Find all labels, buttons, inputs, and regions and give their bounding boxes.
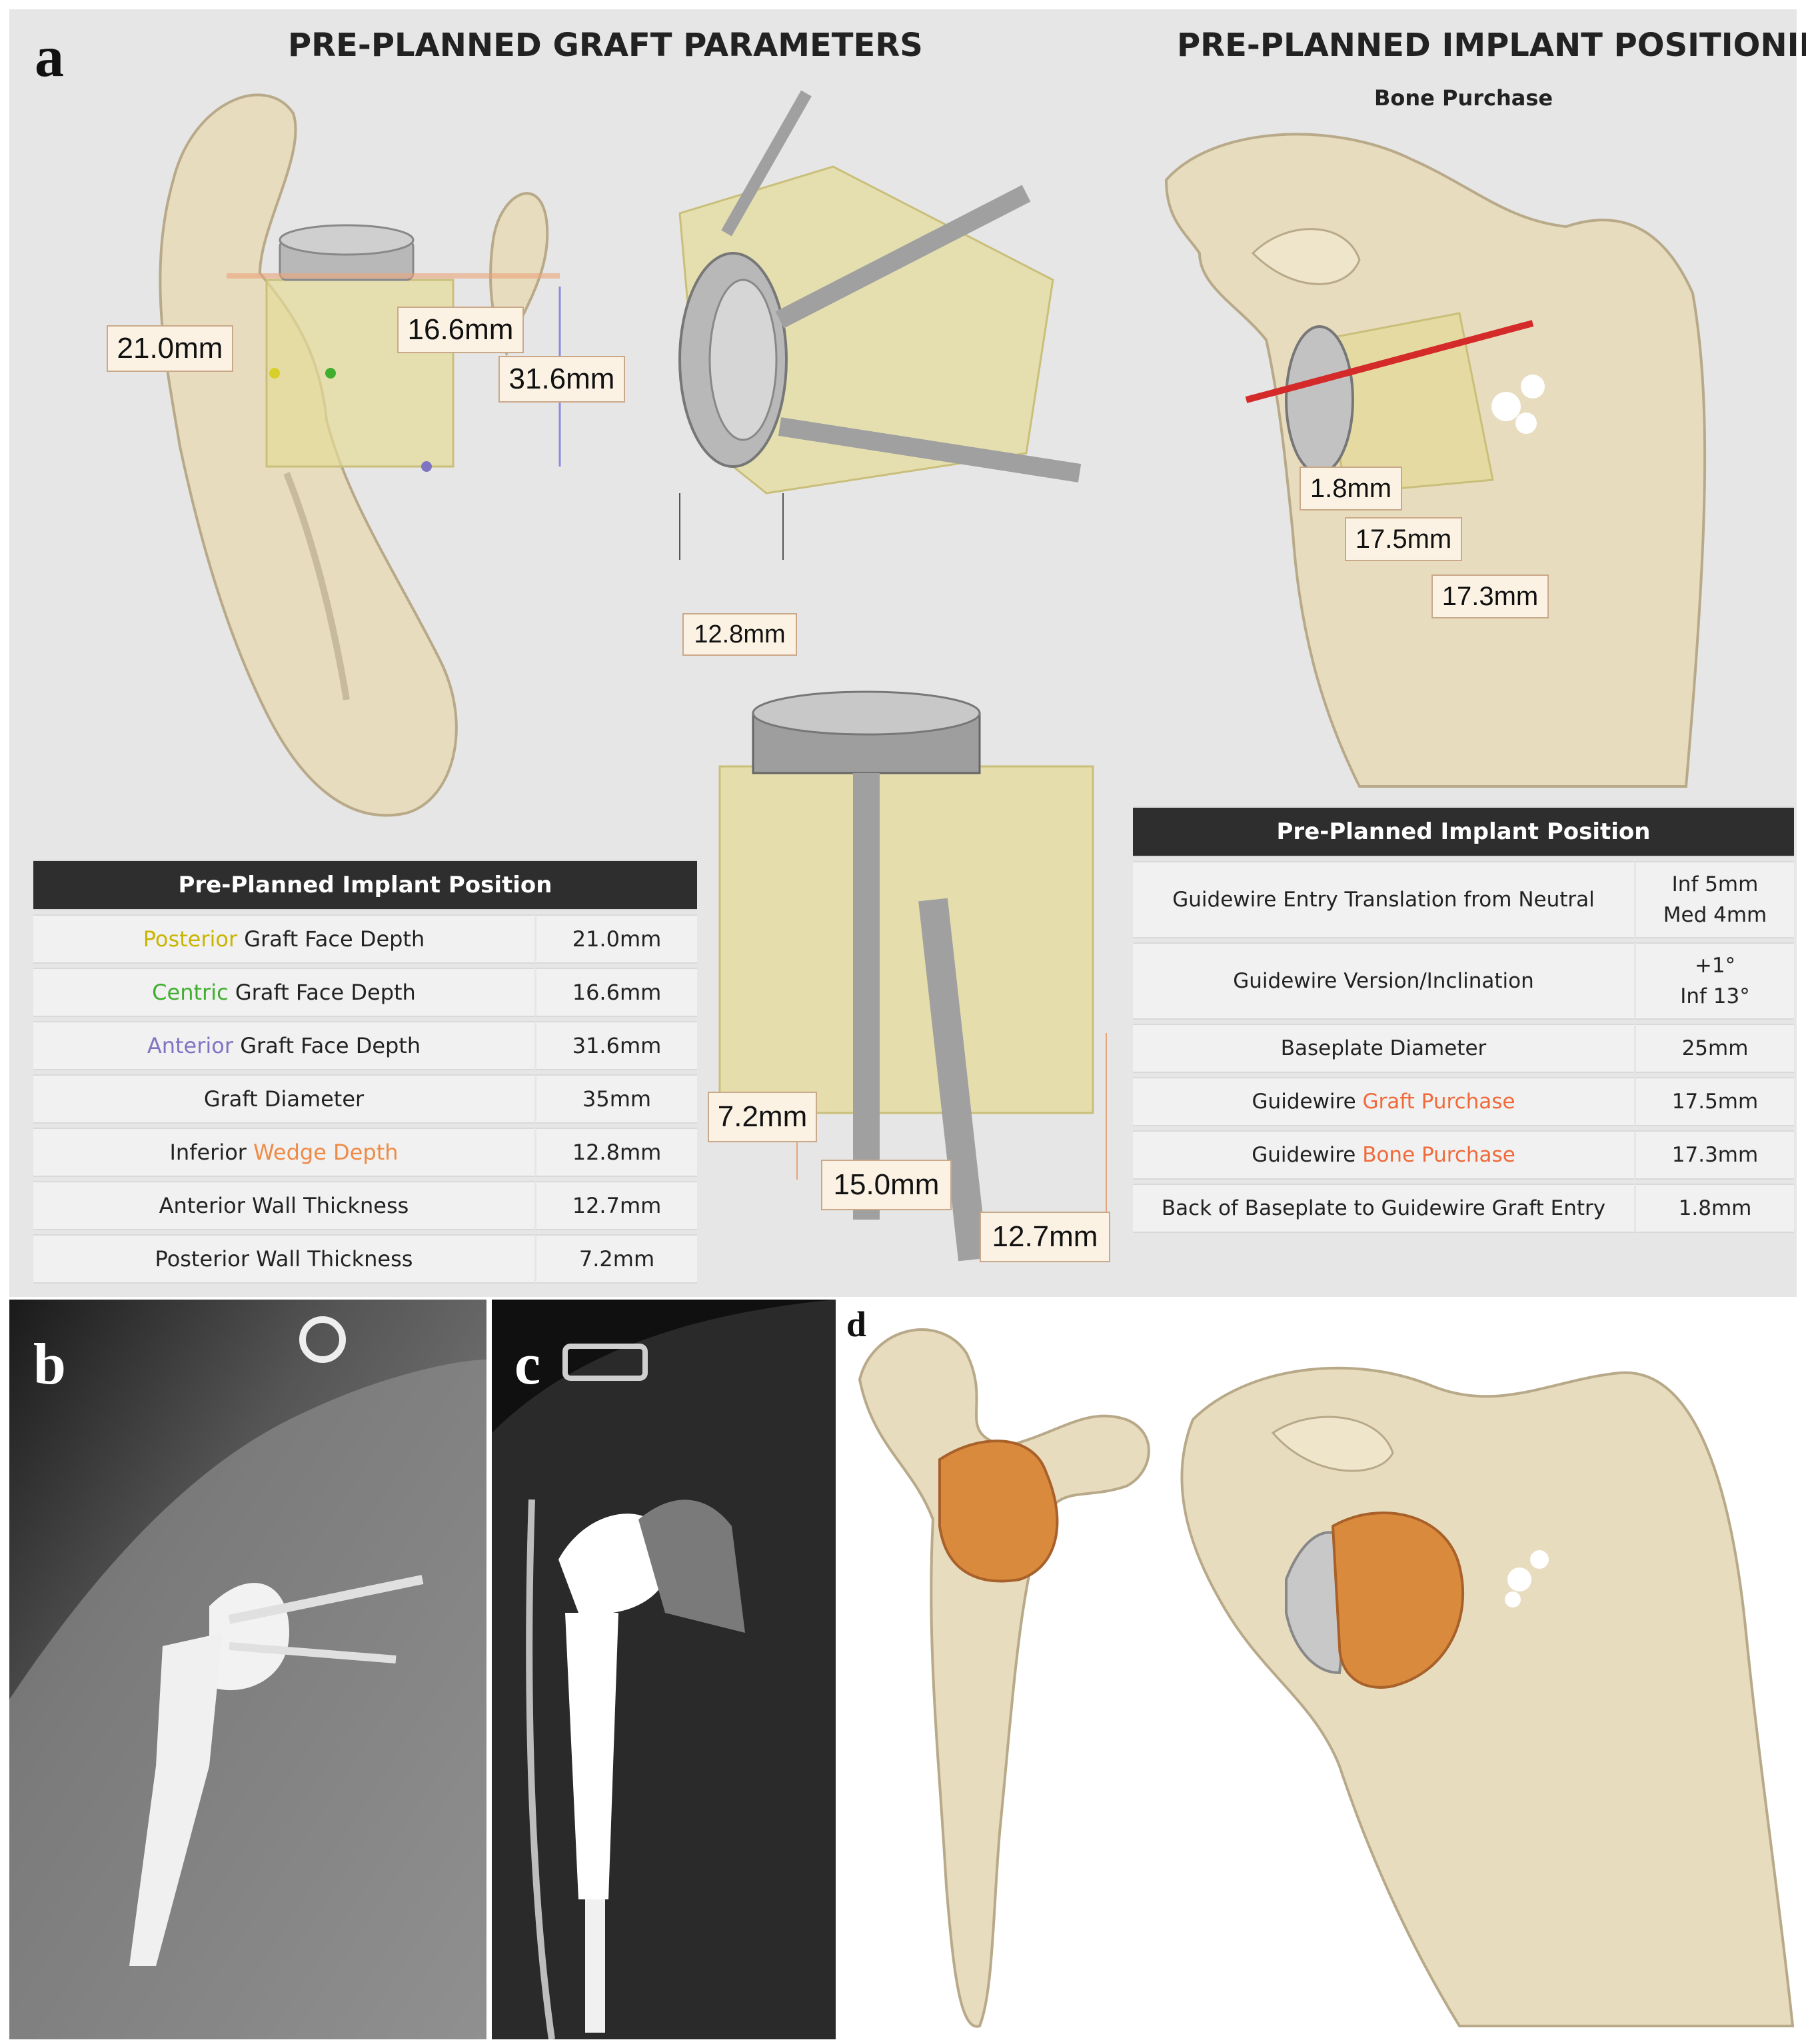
graft-baseplate-render <box>718 690 1107 1262</box>
row-value: 12.8mm <box>534 1128 697 1177</box>
wedge-depth-label: Wedge Depth <box>253 1140 399 1165</box>
table-row: Baseplate Diameter 25mm <box>1133 1024 1794 1073</box>
measurement-21-0: 21.0mm <box>107 325 233 372</box>
row-value: 21.0mm <box>534 914 697 964</box>
row-label: Graft Face Depth <box>228 980 416 1005</box>
table-row: Back of Baseplate to Guidewire Graft Ent… <box>1133 1184 1794 1233</box>
row-value: Inf 5mm <box>1671 872 1759 896</box>
table-row: Posterior Wall Thickness 7.2mm <box>33 1234 697 1284</box>
scapula-graft-render <box>159 93 561 817</box>
row-label: Graft Diameter <box>33 1074 534 1124</box>
row-label: Guidewire <box>1252 1090 1363 1114</box>
heading-graft-parameters: PRE-PLANNED GRAFT PARAMETERS <box>288 27 923 64</box>
row-label: Posterior Wall Thickness <box>33 1234 534 1284</box>
posterior-label: Posterior <box>143 926 238 952</box>
heading-implant-positioning: PRE-PLANNED IMPLANT POSITIONING <box>1177 27 1806 64</box>
ct-image <box>492 1300 836 2039</box>
anterior-point <box>421 461 432 472</box>
measurement-17-5: 17.5mm <box>1345 517 1462 561</box>
graft-3d-render <box>858 1328 1795 2028</box>
row-value: 17.3mm <box>1634 1130 1794 1180</box>
centric-point <box>325 368 336 379</box>
row-value: 35mm <box>534 1074 697 1124</box>
row-label: Guidewire Version/Inclination <box>1133 942 1634 1020</box>
row-value: Med 4mm <box>1663 903 1767 927</box>
row-value: 16.6mm <box>534 968 697 1017</box>
table-row: Guidewire Bone Purchase 17.3mm <box>1133 1130 1794 1180</box>
measurement-12-7: 12.7mm <box>980 1212 1110 1262</box>
row-value: 31.6mm <box>534 1021 697 1070</box>
measurement-16-6: 16.6mm <box>397 307 524 353</box>
row-value: 1.8mm <box>1634 1184 1794 1233</box>
row-label: Back of Baseplate to Guidewire Graft Ent… <box>1133 1184 1634 1233</box>
table-row: Anterior Wall Thickness 12.7mm <box>33 1181 697 1230</box>
row-label: Baseplate Diameter <box>1133 1024 1634 1073</box>
measurement-12-8: 12.8mm <box>682 613 797 656</box>
posterior-point <box>269 368 280 379</box>
bone-purchase-label: Bone Purchase <box>1362 1143 1515 1167</box>
table-row: Guidewire Entry Translation from Neutral… <box>1133 861 1794 938</box>
table-row: Centric Graft Face Depth 16.6mm <box>33 968 697 1017</box>
row-value: Inf 13° <box>1680 984 1750 1008</box>
table-row: Posterior Graft Face Depth 21.0mm <box>33 914 697 964</box>
measurement-17-3: 17.3mm <box>1431 574 1549 618</box>
scapula-bone-purchase-render <box>1164 133 1707 788</box>
panel-c-label: c <box>514 1332 541 1397</box>
table-row: Anterior Graft Face Depth 31.6mm <box>33 1021 697 1070</box>
panel-d-label: d <box>846 1304 867 1344</box>
row-value: 17.5mm <box>1634 1077 1794 1126</box>
table-title: Pre-Planned Implant Position <box>33 860 697 910</box>
graft-parameters-table: Pre-Planned Implant Position Posterior G… <box>33 856 697 1288</box>
table-row: Graft Diameter 35mm <box>33 1074 697 1124</box>
panel-b-label: b <box>33 1332 66 1397</box>
row-label: Inferior <box>169 1140 254 1165</box>
row-label: Guidewire Entry Translation from Neutral <box>1133 861 1634 938</box>
measurement-7-2: 7.2mm <box>708 1092 817 1142</box>
table-row: Inferior Wedge Depth 12.8mm <box>33 1128 697 1177</box>
row-label: Anterior Wall Thickness <box>33 1181 534 1230</box>
row-value: 25mm <box>1634 1024 1794 1073</box>
measurement-1-8: 1.8mm <box>1300 467 1402 511</box>
graft-purchase-label: Graft Purchase <box>1362 1090 1515 1114</box>
anterior-label: Anterior <box>147 1033 234 1058</box>
table-title: Pre-Planned Implant Position <box>1133 806 1794 857</box>
table-row: Guidewire Version/Inclination +1° Inf 13… <box>1133 942 1794 1020</box>
measurement-15-0: 15.0mm <box>821 1160 952 1210</box>
row-value: 12.7mm <box>534 1181 697 1230</box>
row-value: +1° <box>1694 953 1736 978</box>
row-label: Graft Face Depth <box>237 926 425 952</box>
panel-a-label: a <box>35 25 64 89</box>
subheading-bone-purchase: Bone Purchase <box>1374 85 1553 111</box>
row-value: 7.2mm <box>534 1234 697 1284</box>
centric-label: Centric <box>152 980 229 1005</box>
graft-screws-render <box>678 90 1082 560</box>
xray-image <box>9 1300 486 2039</box>
table-row: Guidewire Graft Purchase 17.5mm <box>1133 1077 1794 1126</box>
row-label: Graft Face Depth <box>233 1033 421 1058</box>
row-label: Guidewire <box>1252 1143 1363 1167</box>
measurement-31-6: 31.6mm <box>498 356 625 403</box>
implant-position-table: Pre-Planned Implant Position Guidewire E… <box>1133 802 1794 1237</box>
